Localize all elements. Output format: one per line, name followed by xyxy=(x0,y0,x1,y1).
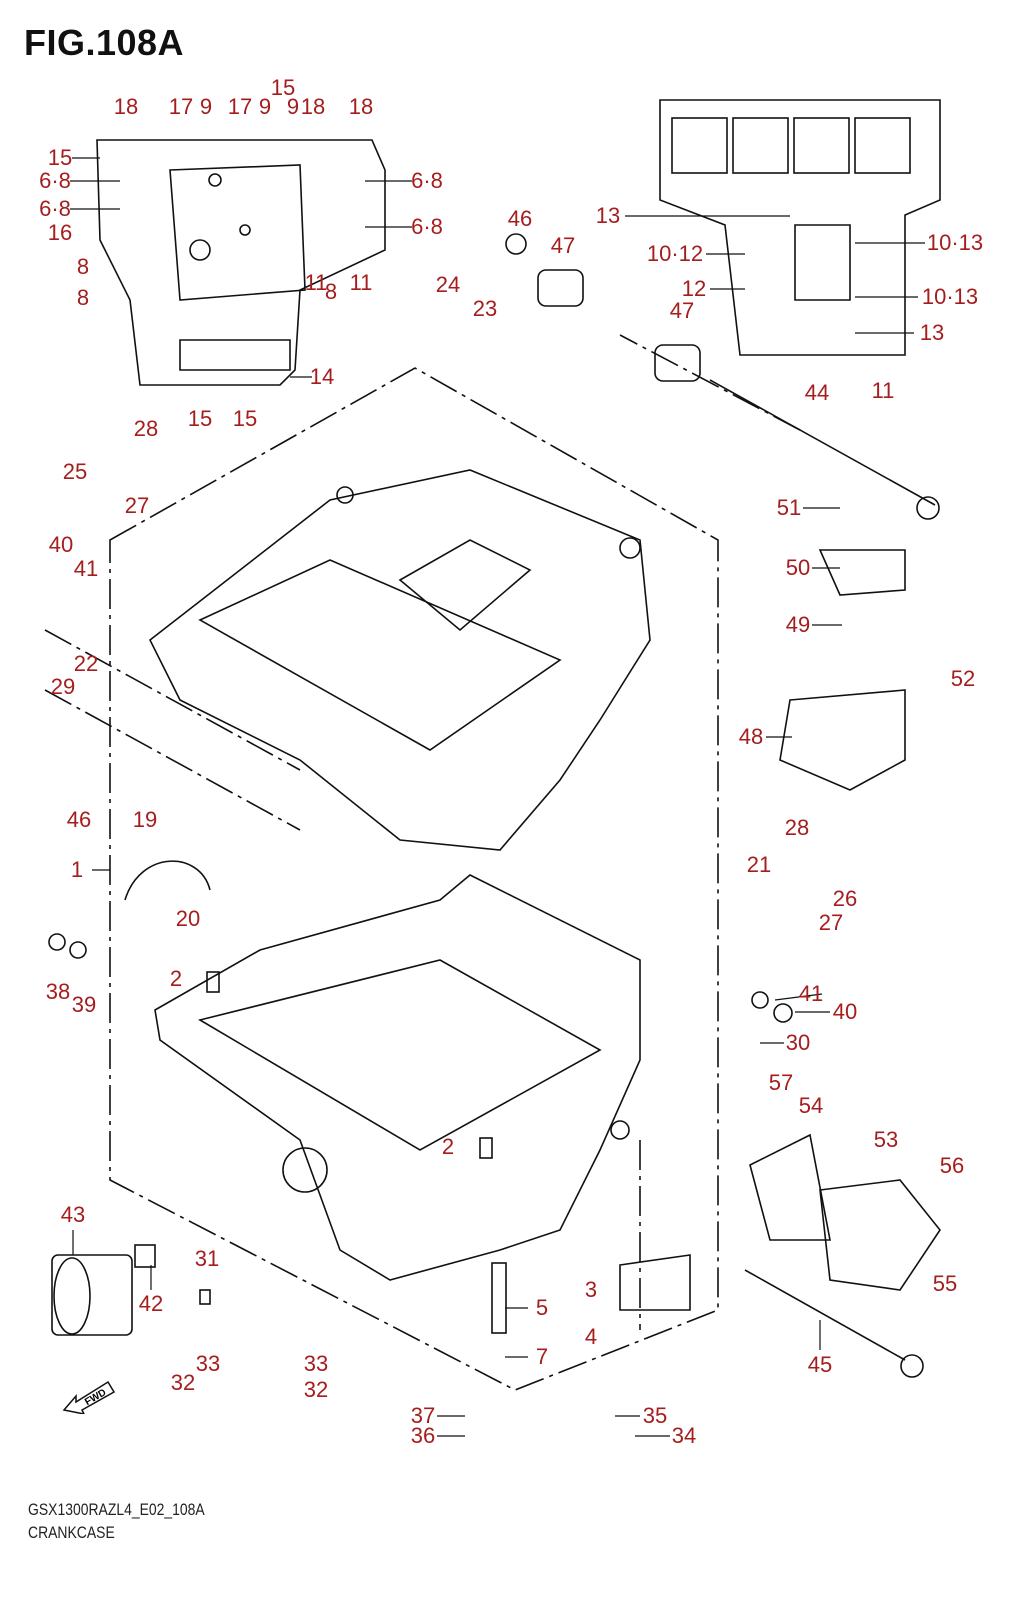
part-number-callout: 9 xyxy=(199,94,213,119)
part-number-callout: 43 xyxy=(60,1202,86,1227)
part-number-callout: 8 xyxy=(76,254,90,279)
part-number-callout: 2 xyxy=(441,1134,455,1159)
part-number-callout: 46 xyxy=(507,206,533,231)
figure-title: FIG.108A xyxy=(24,22,185,63)
part-number-callout: 11 xyxy=(871,378,895,403)
part-number-callout: 46 xyxy=(66,807,92,832)
part-number-callout: 9 xyxy=(258,94,272,119)
part-number-callout: 6·8 xyxy=(39,196,71,221)
figure-subtitle: CRANKCASE xyxy=(28,1523,115,1542)
part-number-callout: 55 xyxy=(932,1271,958,1296)
model-code: GSX1300RAZL4_E02_108A xyxy=(28,1500,205,1519)
fwd-label: FWD xyxy=(83,1387,108,1408)
part-number-callout: 50 xyxy=(785,555,811,580)
part-number-callout: 1 xyxy=(70,857,84,882)
forward-arrow-icon: FWD xyxy=(62,1380,116,1414)
part-number-callout: 41 xyxy=(798,981,824,1006)
part-number-callout: 30 xyxy=(785,1030,811,1055)
part-number-callout: 13 xyxy=(919,320,945,345)
part-number-callout: 52 xyxy=(950,666,976,691)
part-number-callout: 51 xyxy=(776,495,802,520)
part-number-callout: 4 xyxy=(584,1324,598,1349)
part-number-callout: 13 xyxy=(595,203,621,228)
part-number-callout: 15 xyxy=(232,406,258,431)
part-number-callout: 17 xyxy=(168,94,194,119)
part-number-callout: 17 xyxy=(227,94,253,119)
part-number-callout: 54 xyxy=(798,1093,824,1118)
part-number-callout: 14 xyxy=(309,364,335,389)
small-parts xyxy=(48,233,941,1378)
assembly-outline xyxy=(44,334,801,1391)
part-number-callout: 32 xyxy=(303,1377,329,1402)
part-number-callout: 24 xyxy=(435,272,461,297)
part-number-callout: 22 xyxy=(73,651,99,676)
part-number-callout: 38 xyxy=(45,979,71,1004)
part-number-callout: 47 xyxy=(669,298,695,323)
part-number-callout: 16 xyxy=(47,220,73,245)
part-number-callout: 3 xyxy=(584,1277,598,1302)
upper-crankcase xyxy=(148,469,651,851)
part-number-callout: 26 xyxy=(832,886,858,911)
part-number-callout: 41 xyxy=(73,556,99,581)
lower-crankcase xyxy=(154,874,641,1281)
part-number-callout: 11 xyxy=(304,270,328,295)
part-number-callout: 8 xyxy=(324,279,338,304)
part-number-callout: 18 xyxy=(348,94,374,119)
part-number-callout: 6·8 xyxy=(411,214,443,239)
part-number-callout: 53 xyxy=(873,1127,899,1152)
part-number-callout: 33 xyxy=(303,1351,329,1376)
part-number-callout: 27 xyxy=(818,910,844,935)
part-number-callout: 40 xyxy=(48,532,74,557)
part-number-callout: 27 xyxy=(124,493,150,518)
part-number-callout: 33 xyxy=(195,1351,221,1376)
part-number-callout: 34 xyxy=(671,1423,697,1448)
part-number-callout: 15 xyxy=(270,75,296,100)
part-number-callout: 23 xyxy=(472,296,498,321)
part-number-callout: 6·8 xyxy=(39,168,71,193)
part-number-callout: 12 xyxy=(681,276,707,301)
part-number-callout: 20 xyxy=(175,906,201,931)
part-number-callout: 49 xyxy=(785,612,811,637)
part-number-callout: 48 xyxy=(738,724,764,749)
part-number-callout: 10·12 xyxy=(646,241,704,266)
part-number-callout: 2 xyxy=(169,966,183,991)
part-number-callout: 15 xyxy=(47,145,73,170)
part-number-callout: 47 xyxy=(550,233,576,258)
part-number-callout: 29 xyxy=(50,674,76,699)
leader-lines xyxy=(70,157,925,1437)
part-number-callout: 11 xyxy=(349,270,373,295)
part-number-callout: 15 xyxy=(187,406,213,431)
part-number-callout: 18 xyxy=(113,94,139,119)
upper-crankcase-top-view xyxy=(659,99,941,356)
part-number-callout: 7 xyxy=(535,1344,549,1369)
part-number-callout: 8 xyxy=(76,285,90,310)
part-number-callout: 5 xyxy=(535,1295,549,1320)
part-number-callout: 9 xyxy=(286,94,300,119)
part-number-callout: 6·8 xyxy=(411,168,443,193)
lower-crankcase-bottom-view xyxy=(96,139,386,386)
part-number-callout: 35 xyxy=(642,1403,668,1428)
part-number-callout: 45 xyxy=(807,1352,833,1377)
part-number-callout: 10·13 xyxy=(921,284,979,309)
part-number-callout: 57 xyxy=(768,1070,794,1095)
part-number-callout: 21 xyxy=(746,852,772,877)
part-number-callout: 44 xyxy=(804,380,830,405)
part-number-callout: 31 xyxy=(194,1246,220,1271)
part-number-callout: 39 xyxy=(71,992,97,1017)
part-number-callout: 42 xyxy=(138,1291,164,1316)
part-number-callout: 40 xyxy=(832,999,858,1024)
part-number-callout: 10·13 xyxy=(926,230,984,255)
part-number-callout: 18 xyxy=(300,94,326,119)
part-number-callout: 32 xyxy=(170,1370,196,1395)
part-number-callout: 28 xyxy=(133,416,159,441)
part-number-callout: 37 xyxy=(410,1403,436,1428)
part-number-callout: 19 xyxy=(132,807,158,832)
part-number-callout: 25 xyxy=(62,459,88,484)
part-number-callout: 36 xyxy=(410,1423,436,1448)
part-number-callout: 56 xyxy=(939,1153,965,1178)
part-number-callout: 28 xyxy=(784,815,810,840)
